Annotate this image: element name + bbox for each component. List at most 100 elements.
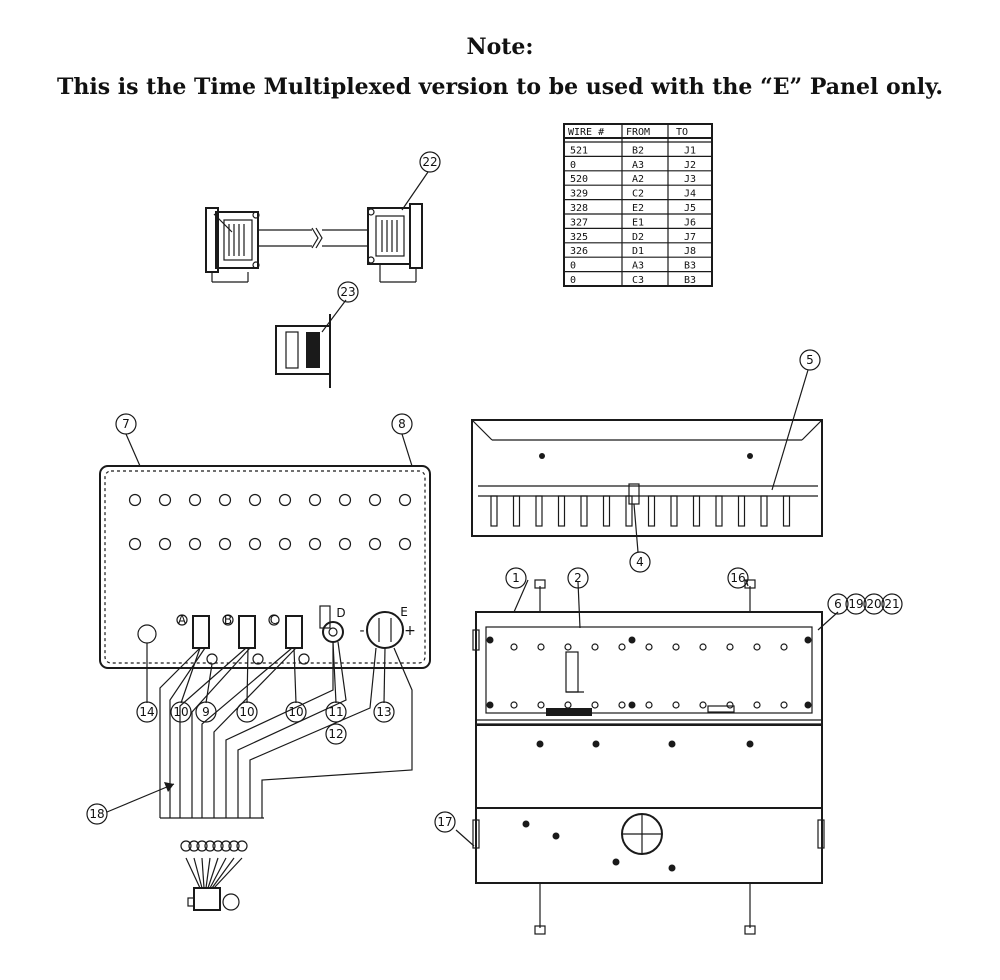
polarity-minus: - <box>359 623 364 639</box>
cable-assembly <box>205 171 429 283</box>
side-pin <box>782 495 791 527</box>
callout-number: 23 <box>340 285 355 299</box>
callout-bubble <box>337 281 359 303</box>
panel-hole <box>128 493 142 507</box>
side-pin <box>670 495 678 527</box>
panel-hole <box>308 537 322 551</box>
callout-number: 12 <box>328 727 343 741</box>
callout-number: 6 <box>834 597 842 611</box>
polarity-plus: + <box>404 623 416 639</box>
callout-number: 2 <box>574 571 582 585</box>
chassis-hole <box>726 701 734 709</box>
side-pin <box>490 495 498 527</box>
side-pin <box>692 495 701 527</box>
callout-number: 7 <box>122 417 130 431</box>
wire-table-cell: B3 <box>684 261 696 272</box>
harness-pin <box>212 840 224 852</box>
side-pin <box>647 495 656 527</box>
mount-point <box>486 701 494 709</box>
chassis-hole <box>591 643 599 651</box>
mount-point <box>612 858 620 866</box>
wire-table-cell: J1 <box>684 145 696 156</box>
wire-table-cell: 521 <box>570 145 588 156</box>
mount-point <box>486 636 494 644</box>
chassis-hole <box>564 701 572 709</box>
panel-hole <box>278 493 292 507</box>
callout-number: 13 <box>376 705 391 719</box>
side-pin <box>512 495 521 527</box>
panel-hole <box>248 537 262 551</box>
chassis-hole <box>780 701 788 709</box>
panel-hole <box>398 537 412 551</box>
wire-table-cell: 0 <box>570 275 576 286</box>
panel-hole <box>308 493 322 507</box>
chassis-hole <box>618 643 626 651</box>
harness-pin <box>236 840 248 852</box>
mount-point <box>628 701 636 709</box>
wire-table-cell: 328 <box>570 203 588 214</box>
mount-point <box>804 636 812 644</box>
wire-table-cell: J8 <box>684 246 696 257</box>
callout-bubble <box>505 567 527 589</box>
callout-number: 5 <box>806 353 814 367</box>
adapter-box <box>275 299 347 388</box>
wire-table-cell: 327 <box>570 217 588 228</box>
chassis-hole <box>699 701 707 709</box>
wire-table-cell: D2 <box>632 232 644 243</box>
callout-bubble <box>845 593 867 615</box>
panel-hole <box>338 493 352 507</box>
chassis-hole <box>672 643 680 651</box>
chassis-hole <box>537 643 545 651</box>
chassis-hole <box>510 643 518 651</box>
panel-hole <box>398 493 412 507</box>
panel-hole <box>248 493 262 507</box>
callout-number: 20 <box>866 597 881 611</box>
chassis-hole <box>672 701 680 709</box>
note-text: This is the Time Multiplexed version to … <box>57 74 943 100</box>
callout-number: 8 <box>398 417 406 431</box>
front-panel: A B C D E - + <box>99 465 431 669</box>
wire-table-cell: 520 <box>570 174 588 185</box>
callout-bubble <box>799 349 821 371</box>
wire-table-cell: J5 <box>684 203 696 214</box>
side-pin <box>715 495 723 527</box>
callout-number: 16 <box>730 571 745 585</box>
chassis-hole <box>537 701 545 709</box>
chassis-top-view <box>455 579 839 935</box>
wire-table-cell: J7 <box>684 232 696 243</box>
chassis-hole <box>618 701 626 709</box>
wire-table-cell: 326 <box>570 246 588 257</box>
harness-pin <box>180 840 192 852</box>
callout-bubble <box>325 723 347 745</box>
wire-table-cell: A3 <box>632 261 644 272</box>
wire-table-header-from: FROM <box>626 127 650 138</box>
panel-hole <box>128 537 142 551</box>
callout-number: 21 <box>884 597 899 611</box>
panel-hole <box>368 537 382 551</box>
panel-hole <box>338 537 352 551</box>
wire-table-cell: J3 <box>684 174 696 185</box>
connector-letter-d: D <box>336 606 345 620</box>
chassis-hole <box>726 643 734 651</box>
callout-number: 4 <box>636 555 644 569</box>
wiring-harness <box>106 641 413 911</box>
callout-number: 10 <box>173 705 188 719</box>
wire-table-header-to: TO <box>676 127 688 138</box>
panel-hole <box>188 537 202 551</box>
harness-pin <box>204 840 216 852</box>
side-pin <box>580 495 588 527</box>
chassis-hole <box>753 701 761 709</box>
harness-pin <box>220 840 232 852</box>
panel-hole <box>278 537 292 551</box>
callout-number: 22 <box>422 155 437 169</box>
wire-table-cell: A3 <box>632 160 644 171</box>
panel-hole <box>158 493 172 507</box>
callout-number: 9 <box>202 705 210 719</box>
connector-letter-a: A <box>178 613 187 627</box>
chassis-hole <box>699 643 707 651</box>
callout-bubble <box>727 567 749 589</box>
callout-bubble <box>827 593 849 615</box>
